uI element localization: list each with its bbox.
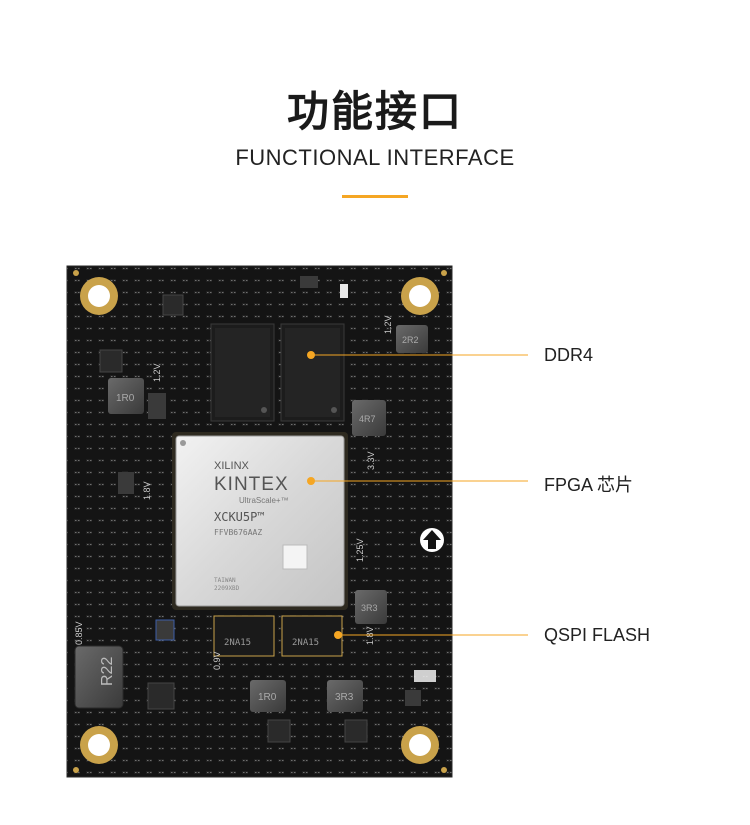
svg-text:1.8V: 1.8V: [365, 626, 375, 645]
callout-ddr4-line: [307, 351, 528, 359]
mounting-hole-br: [401, 726, 439, 764]
fpga-origin: TAIWAN: [214, 577, 236, 584]
mounting-hole-tr: [401, 277, 439, 315]
svg-text:3.3V: 3.3V: [366, 451, 376, 470]
inductor-1: 1R0: [108, 378, 144, 414]
svg-text:3R3: 3R3: [335, 692, 354, 703]
fpga-chip: [172, 432, 348, 610]
inductor-large: R22: [74, 645, 124, 709]
callout-fpga-line: [307, 477, 528, 485]
ddr4-chip-left: [210, 323, 275, 422]
svg-text:3R3: 3R3: [361, 603, 378, 613]
ddr4-chip-right: [280, 323, 345, 422]
fpga-part: XCKU5P™: [214, 510, 265, 524]
svg-text:2NA15: 2NA15: [224, 638, 251, 648]
fpga-brand: XILINX: [214, 460, 250, 472]
qspi-flash-right: 2NA15: [281, 615, 343, 657]
inductor-4: 2R2: [396, 325, 428, 353]
mounting-hole-bl: [80, 726, 118, 764]
inductor-5: 4R7: [352, 400, 386, 436]
fpga-date: 2209XBD: [214, 585, 240, 592]
svg-text:0.9V: 0.9V: [212, 651, 222, 670]
svg-text:1.25V: 1.25V: [355, 538, 365, 562]
svg-text:4R7: 4R7: [359, 414, 376, 424]
svg-text:1.8V: 1.8V: [142, 481, 152, 500]
fpga-series: UltraScale+™: [239, 496, 289, 505]
callout-fpga-label: FPGA 芯片: [544, 475, 634, 495]
svg-text:1R0: 1R0: [258, 692, 277, 703]
fpga-package: FFVB676AAZ: [214, 528, 262, 537]
inductor-6: 3R3: [355, 590, 387, 624]
callout-qspi-flash-label: QSPI FLASH: [544, 625, 651, 645]
svg-text:1.2V: 1.2V: [152, 363, 162, 382]
qspi-flash-left: 2NA15: [213, 615, 275, 657]
orientation-arrow-icon: [420, 528, 444, 552]
callout-flash-line: [334, 631, 528, 639]
title-accent-bar: [342, 195, 408, 198]
svg-text:R22: R22: [99, 657, 116, 686]
mounting-hole-tl: [80, 277, 118, 315]
page-title-cn: 功能接口: [286, 87, 463, 136]
callout-ddr4-label: DDR4: [544, 345, 594, 365]
inductor-3: 3R3: [327, 680, 363, 712]
fpga-family: KINTEX: [214, 474, 289, 495]
svg-text:2NA15: 2NA15: [292, 638, 319, 648]
page-title-en: FUNCTIONAL INTERFACE: [235, 145, 515, 170]
svg-text:0.85V: 0.85V: [74, 621, 84, 645]
svg-text:1R0: 1R0: [116, 393, 135, 404]
inductor-2: 1R0: [250, 680, 286, 712]
svg-text:1.2V: 1.2V: [383, 315, 393, 334]
svg-text:2R2: 2R2: [402, 335, 419, 345]
